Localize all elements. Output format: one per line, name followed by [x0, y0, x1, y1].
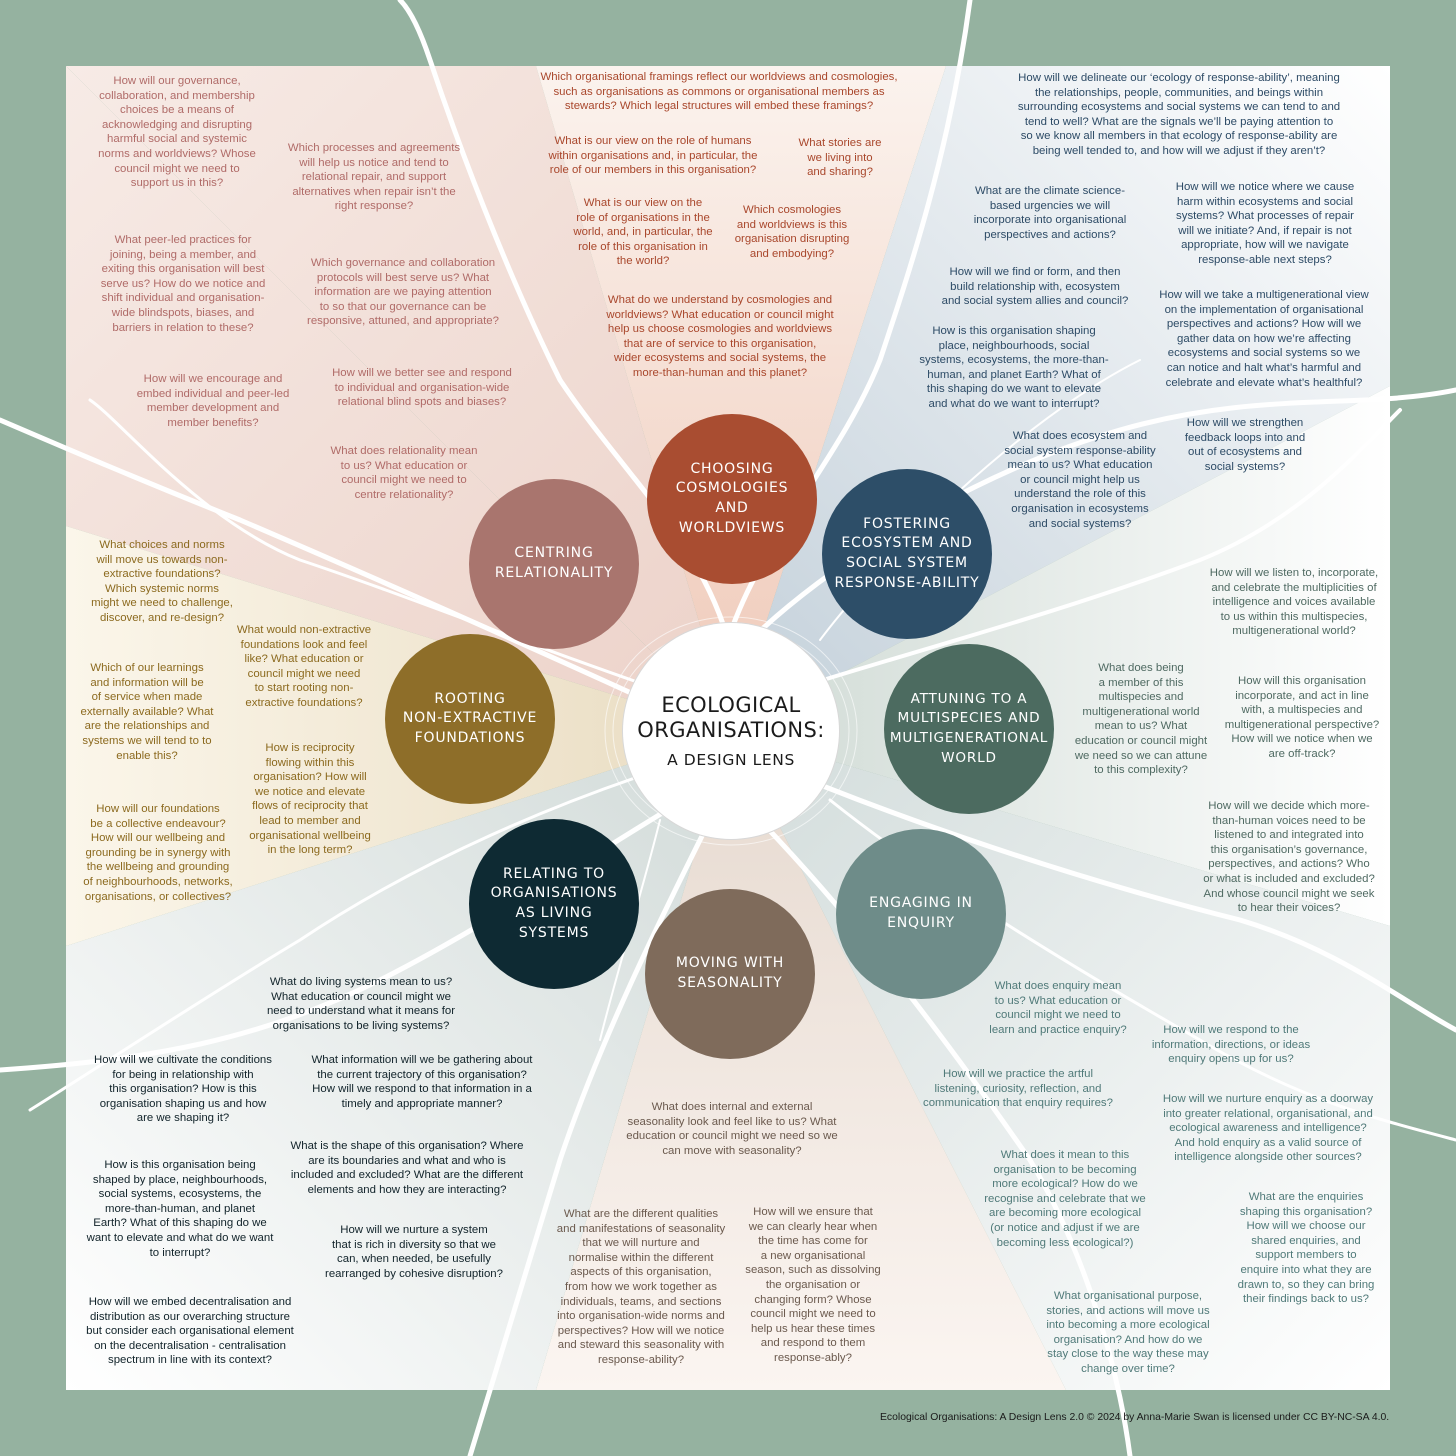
question-non-extractive-4: How is reciprocity flowing within this o… — [249, 742, 371, 857]
question-seasonality-2: What are the different qualities and man… — [556, 1208, 726, 1366]
question-enquiry-3: How will we practice the artful listenin… — [923, 1068, 1113, 1110]
question-multispecies-4: How will we decide which more- than-huma… — [1203, 800, 1375, 915]
question-ecosystem-2: What are the climate science- based urge… — [973, 185, 1127, 241]
question-ecosystem-6: How is this organisation shaping place, … — [919, 325, 1109, 410]
question-cosmologies-2: What is our view on the role of humans w… — [548, 135, 758, 177]
question-cosmologies-6: What do we understand by cosmologies and… — [606, 294, 834, 379]
question-living-systems-3: What information will we be gathering ab… — [311, 1054, 533, 1110]
question-cosmologies-5: Which cosmologies and worldviews is this… — [734, 204, 850, 260]
question-ecosystem-1: How will we delineate our ‘ecology of re… — [1017, 72, 1341, 157]
question-enquiry-7: What organisational purpose, stories, an… — [1046, 1290, 1210, 1375]
question-ecosystem-8: What does ecosystem and social system re… — [1004, 430, 1156, 530]
question-enquiry-1: What does enquiry mean to us? What educa… — [989, 980, 1127, 1036]
question-living-systems-7: How will we embed decentralisation and d… — [86, 1296, 294, 1367]
question-enquiry-4: How will we nurture enquiry as a doorway… — [1162, 1093, 1374, 1164]
question-living-systems-4: What is the shape of this organisation? … — [290, 1140, 524, 1196]
theme-enquiry[interactable]: ENGAGING IN ENQUIRY — [836, 829, 1006, 999]
question-relationality-1: How will our governance, collaboration, … — [98, 75, 256, 190]
question-living-systems-5: How is this organisation being shaped by… — [86, 1159, 274, 1259]
center-subtitle: A DESIGN LENS — [667, 751, 795, 769]
question-relationality-6: How will we better see and respond to in… — [332, 367, 512, 409]
question-enquiry-5: What does it mean to this organisation t… — [984, 1149, 1146, 1249]
question-ecosystem-5: How will we take a multigenerational vie… — [1159, 289, 1369, 389]
question-living-systems-2: How will we cultivate the conditions for… — [94, 1054, 272, 1125]
question-non-extractive-1: What choices and norms will move us towa… — [91, 539, 233, 624]
license-note: Ecological Organisations: A Design Lens … — [880, 1412, 1390, 1423]
question-relationality-3: What peer-led practices for joining, bei… — [100, 234, 266, 334]
theme-seasonality[interactable]: MOVING WITH SEASONALITY — [645, 889, 815, 1059]
question-relationality-4: Which governance and collaboration proto… — [307, 257, 499, 328]
center-title: ECOLOGICAL ORGANISATIONS: — [637, 693, 825, 742]
question-ecosystem-4: How will we find or form, and then build… — [941, 266, 1129, 308]
question-multispecies-3: How will this organisation incorporate, … — [1224, 675, 1380, 760]
question-seasonality-3: How will we ensure that we can clearly h… — [745, 1206, 881, 1364]
theme-multispecies[interactable]: ATTUNING TO A MULTISPECIES AND MULTIGENE… — [884, 644, 1054, 814]
question-non-extractive-3: Which of our learnings and information w… — [80, 662, 214, 762]
theme-non-extractive[interactable]: ROOTING NON-EXTRACTIVE FOUNDATIONS — [385, 634, 555, 804]
question-cosmologies-1: Which organisational framings reflect ou… — [540, 71, 898, 113]
question-enquiry-2: How will we respond to the information, … — [1151, 1024, 1311, 1066]
question-non-extractive-2: What would non-extractive foundations lo… — [236, 624, 372, 709]
question-relationality-2: Which processes and agreements will help… — [287, 142, 461, 213]
question-relationality-7: What does relationality mean to us? What… — [330, 445, 478, 501]
theme-living-systems[interactable]: RELATING TO ORGANISATIONS AS LIVING SYST… — [469, 819, 639, 989]
center-title-badge: ECOLOGICAL ORGANISATIONS: A DESIGN LENS — [628, 628, 834, 834]
question-non-extractive-5: How will our foundations be a collective… — [83, 803, 233, 903]
question-relationality-5: How will we encourage and embed individu… — [136, 373, 290, 429]
theme-cosmologies[interactable]: CHOOSING COSMOLOGIES AND WORLDVIEWS — [647, 414, 817, 584]
question-multispecies-2: What does being a member of this multisp… — [1074, 662, 1208, 777]
question-living-systems-1: What do living systems mean to us? What … — [266, 976, 456, 1032]
question-ecosystem-7: How will we strengthen feedback loops in… — [1184, 417, 1306, 473]
question-ecosystem-3: How will we notice where we cause harm w… — [1175, 181, 1355, 266]
question-cosmologies-4: What is our view on the role of organisa… — [573, 197, 713, 268]
theme-ecosystem-response-ability[interactable]: FOSTERING ECOSYSTEM AND SOCIAL SYSTEM RE… — [822, 469, 992, 639]
question-cosmologies-3: What stories are we living into and shar… — [798, 137, 882, 179]
question-seasonality-1: What does internal and external seasonal… — [626, 1101, 838, 1157]
question-multispecies-1: How will we listen to, incorporate, and … — [1209, 567, 1379, 638]
theme-relationality[interactable]: CENTRING RELATIONALITY — [469, 479, 639, 649]
question-living-systems-6: How will we nurture a system that is ric… — [325, 1224, 503, 1280]
question-enquiry-6: What are the enquiries shaping this orga… — [1237, 1191, 1375, 1306]
